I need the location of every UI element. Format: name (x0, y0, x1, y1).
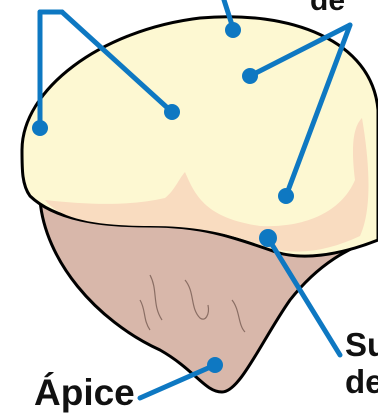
dot-left (32, 120, 48, 136)
label-surface-line2: de (345, 365, 378, 398)
dot-apex (207, 357, 223, 373)
dot-center-left (164, 104, 180, 120)
label-surface-line1: Su (345, 328, 378, 361)
dot-top (225, 22, 241, 38)
dot-right-2 (278, 188, 294, 204)
label-apex: Ápice (34, 374, 135, 411)
dot-surface (259, 229, 277, 247)
label-top-fragment: de (310, 0, 345, 16)
dot-right-1 (242, 68, 258, 84)
